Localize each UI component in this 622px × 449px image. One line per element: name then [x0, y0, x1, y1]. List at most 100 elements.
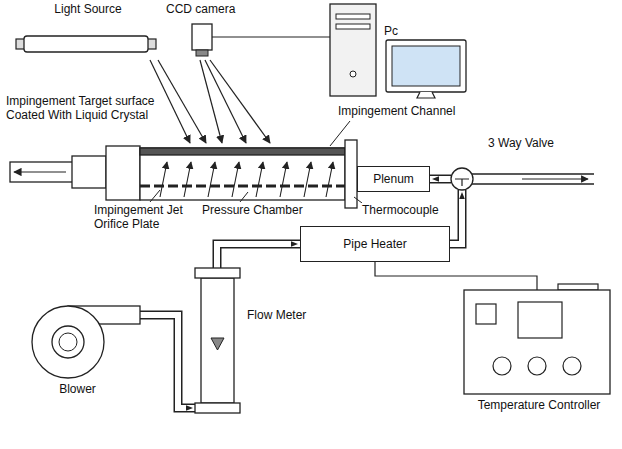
jet-arrow — [304, 162, 311, 197]
controller-knob — [563, 357, 581, 375]
flow-meter-flange — [195, 268, 240, 278]
part-label: Thermocouple — [360, 203, 441, 217]
exit-pipe — [10, 156, 106, 188]
power-button — [350, 71, 356, 77]
part-label: Pressure Chamber — [200, 203, 305, 217]
monitor — [386, 40, 466, 92]
monitor-screen — [392, 46, 460, 86]
leader-lines — [150, 121, 362, 203]
leader-line — [240, 192, 248, 202]
valve-outlet-pipe — [472, 174, 594, 184]
air-pipe — [217, 241, 300, 268]
jet-arrow — [232, 162, 239, 197]
blower: Blower — [8, 300, 147, 400]
blower-hub — [59, 333, 77, 351]
camera-ray — [210, 60, 270, 143]
node-label: Light Source — [16, 2, 160, 16]
camera-lens — [196, 50, 208, 56]
valve-body — [451, 168, 473, 190]
flow-arrow — [14, 171, 66, 172]
pipe-wall — [472, 183, 594, 184]
leader-line — [330, 121, 350, 146]
ccd-camera: CCD camera — [160, 2, 260, 62]
light-ray — [158, 60, 206, 143]
node-label: 3 Way Valve — [488, 136, 554, 150]
node-label: Blower — [8, 382, 147, 396]
signal-wire — [375, 262, 537, 290]
flow-meter-body — [195, 268, 240, 413]
label-holder: Pressure Chamber — [200, 203, 305, 217]
monitor-stand — [417, 92, 435, 98]
pipe-bore — [430, 176, 451, 182]
pipe-wall — [430, 175, 451, 184]
node-drawing — [195, 268, 320, 418]
node-label: Flow Meter — [247, 308, 306, 322]
controller-top — [558, 284, 598, 290]
test-section — [106, 140, 357, 208]
controller-knob — [493, 357, 511, 375]
controller-knob — [528, 357, 546, 375]
flow-arrow — [522, 178, 588, 179]
label-holder: Impingement Channel — [336, 104, 457, 118]
temperature-controller: Temperature Controller — [462, 282, 616, 418]
liquid-crystal-target — [140, 148, 345, 155]
orifice-plate — [140, 185, 345, 188]
impingement-channel — [140, 148, 345, 200]
node-label: Pc — [384, 24, 398, 38]
controller-display — [518, 302, 562, 338]
pipe-wall — [472, 173, 594, 174]
node-label: Pipe Heater — [337, 237, 412, 251]
plenum-pipe: Plenum — [357, 166, 430, 192]
part-label: Impingement Channel — [336, 104, 457, 118]
pipe-wall — [217, 244, 300, 268]
blower-housing — [32, 306, 104, 378]
controller-box — [464, 290, 610, 394]
camera-rays — [200, 60, 270, 143]
leader-line — [150, 190, 160, 202]
flow-meter-tube — [201, 278, 234, 403]
flow-meter-flange — [195, 403, 240, 413]
blower-hub — [52, 326, 84, 358]
jet-arrow — [256, 162, 263, 197]
pipe-coupling — [72, 156, 106, 188]
node-label: Temperature Controller — [462, 398, 616, 412]
flow-meter-float — [211, 338, 224, 350]
flow-meter: Flow Meter — [195, 268, 320, 418]
label-holder: Impingement Jet Orifice Plate — [92, 203, 188, 231]
jet-arrow — [280, 162, 287, 197]
arrow-head — [459, 192, 465, 199]
jet-arrows — [160, 162, 333, 197]
jet-arrow — [160, 162, 167, 197]
pc-tower — [330, 4, 376, 96]
left-flange — [106, 146, 140, 200]
air-pipe — [450, 190, 465, 244]
node-drawing — [462, 282, 612, 418]
computer: Pc — [328, 2, 470, 102]
jet-arrow — [208, 162, 215, 197]
pipe-bore — [217, 244, 300, 268]
wire-line — [212, 36, 330, 37]
node-label: CCD camera — [166, 2, 235, 16]
valve-ports — [455, 179, 469, 186]
drive-slot — [336, 14, 370, 19]
label-holder: Thermocouple — [360, 203, 441, 217]
three-way-valve: 3 Way Valve — [440, 136, 580, 196]
arrow-head — [291, 241, 298, 247]
jet-arrow — [184, 162, 191, 197]
camera-body — [192, 24, 212, 50]
arrow-head — [186, 405, 193, 411]
pipe-heater: Pipe Heater — [300, 226, 450, 262]
wire-line — [375, 262, 537, 290]
jet-arrow — [326, 162, 333, 197]
arrow-head — [432, 176, 439, 182]
pipe-wall — [140, 315, 195, 408]
signal-wire — [212, 37, 330, 38]
pipe-bore — [140, 315, 195, 408]
node-drawing — [328, 2, 470, 102]
part-label: Impingement Target surface Coated With L… — [4, 94, 162, 122]
lamp-tube — [24, 36, 148, 52]
light-source: Light Source — [16, 2, 160, 60]
air-pipe — [430, 176, 451, 182]
controller-switch — [476, 304, 496, 324]
